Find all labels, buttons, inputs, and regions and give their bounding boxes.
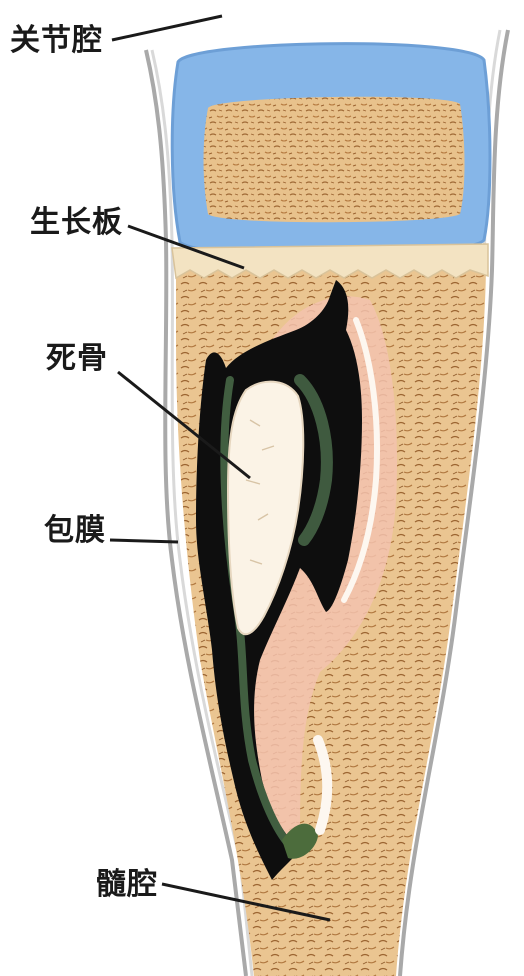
label-sequestrum: 死骨 [46,342,108,376]
label-marrow-cavity: 髓腔 [96,868,158,902]
label-growth-plate: 生长板 [30,206,123,240]
label-periosteum: 包膜 [44,514,106,548]
leader-periosteum [110,540,178,542]
epiphysis [204,97,465,223]
label-joint-cavity: 关节腔 [10,24,103,58]
leader-joint-cavity [112,16,222,40]
